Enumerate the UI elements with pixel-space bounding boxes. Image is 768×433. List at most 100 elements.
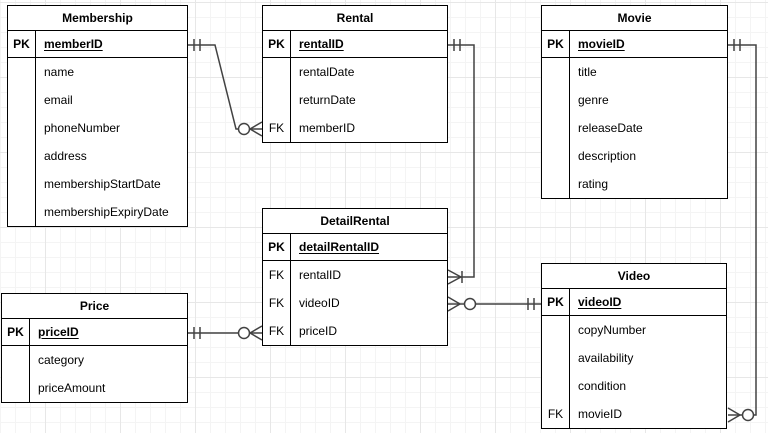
cardinality-one-or-many-icon (447, 269, 463, 285)
fk-badge: FK (263, 114, 291, 142)
entity-table-price[interactable]: Price PK priceID category priceAmount (1, 293, 188, 403)
table-row[interactable]: name (8, 58, 187, 86)
field-name: address (44, 149, 87, 163)
fk-badge: FK (263, 261, 291, 289)
table-row[interactable]: phoneNumber (8, 114, 187, 142)
table-row-pk[interactable]: PK detailRentalID (263, 233, 447, 261)
field-name: returnDate (299, 93, 356, 107)
table-title[interactable]: Rental (263, 6, 447, 31)
table-row[interactable]: availability (542, 344, 726, 372)
table-row-pk[interactable]: PK memberID (8, 30, 187, 58)
cardinality-one-icon (193, 327, 201, 339)
field-name: rentalDate (299, 65, 355, 79)
field-name: rentalID (299, 36, 344, 51)
table-row[interactable]: FK priceID (263, 317, 447, 345)
field-name: phoneNumber (44, 121, 121, 135)
table-row[interactable]: category (2, 346, 187, 374)
table-title[interactable]: Price (2, 294, 187, 319)
field-name: membershipStartDate (44, 177, 161, 191)
key-badge (8, 86, 36, 114)
table-row-pk[interactable]: PK rentalID (263, 30, 447, 58)
table-title[interactable]: Movie (542, 6, 727, 31)
table-row-pk[interactable]: PK videoID (542, 288, 726, 316)
table-title[interactable]: Video (542, 264, 726, 289)
field-name: movieID (578, 407, 623, 421)
key-badge (8, 58, 36, 86)
relationship-rental-detailrental[interactable] (447, 39, 475, 285)
field-name: releaseDate (578, 121, 643, 135)
key-badge (2, 346, 30, 374)
cardinality-zero-or-many-icon (237, 325, 263, 341)
table-row[interactable]: membershipExpiryDate (8, 198, 187, 226)
cardinality-one-icon (527, 298, 535, 310)
cardinality-one-icon (193, 39, 201, 51)
field-name: name (44, 65, 75, 79)
entity-table-membership[interactable]: Membership PK memberID name email phoneN… (7, 5, 188, 227)
field-name: memberID (299, 121, 356, 135)
fk-badge: FK (263, 289, 291, 317)
table-row[interactable]: returnDate (263, 86, 447, 114)
table-row[interactable]: FK videoID (263, 289, 447, 317)
pk-badge: PK (263, 30, 291, 57)
cardinality-zero-or-many-icon (727, 407, 755, 423)
field-name: membershipExpiryDate (44, 205, 169, 219)
table-row[interactable]: rating (542, 170, 727, 198)
entity-table-movie[interactable]: Movie PK movieID title genre releaseDate… (541, 5, 728, 199)
entity-table-video[interactable]: Video PK videoID copyNumber availability… (541, 263, 727, 429)
key-badge (8, 198, 36, 226)
field-name: priceID (38, 324, 79, 339)
table-row[interactable]: FK memberID (263, 114, 447, 142)
key-badge (263, 58, 291, 86)
key-badge (2, 374, 30, 402)
key-badge (542, 316, 570, 344)
relationship-membership-rental[interactable] (188, 39, 263, 137)
field-name: priceAmount (38, 381, 106, 395)
key-badge (542, 372, 570, 400)
table-row[interactable]: title (542, 58, 727, 86)
key-badge (8, 142, 36, 170)
table-row[interactable]: FK rentalID (263, 261, 447, 289)
field-name: videoID (299, 296, 340, 310)
table-row[interactable]: condition (542, 372, 726, 400)
cardinality-one-icon (733, 39, 741, 51)
table-title[interactable]: Membership (8, 6, 187, 31)
relationship-movie-video[interactable] (727, 39, 757, 423)
field-name: description (578, 149, 637, 163)
table-row[interactable]: priceAmount (2, 374, 187, 402)
table-row[interactable]: releaseDate (542, 114, 727, 142)
key-badge (8, 170, 36, 198)
table-row[interactable]: copyNumber (542, 316, 726, 344)
field-name: category (38, 353, 85, 367)
fk-badge: FK (263, 317, 291, 345)
key-badge (542, 344, 570, 372)
table-row[interactable]: address (8, 142, 187, 170)
table-row[interactable]: description (542, 142, 727, 170)
cardinality-zero-or-many-icon (237, 121, 263, 137)
relationship-price-detailrental[interactable] (188, 325, 263, 341)
table-title[interactable]: DetailRental (263, 209, 447, 234)
field-name: detailRentalID (299, 239, 380, 254)
table-row[interactable]: FK movieID (542, 400, 726, 428)
pk-badge: PK (542, 288, 570, 315)
table-row[interactable]: rentalDate (263, 58, 447, 86)
table-row[interactable]: genre (542, 86, 727, 114)
field-name: priceID (299, 324, 338, 338)
entity-table-detailrental[interactable]: DetailRental PK detailRentalID FK rental… (262, 208, 448, 346)
table-row-pk[interactable]: PK priceID (2, 318, 187, 346)
table-row[interactable]: membershipStartDate (8, 170, 187, 198)
pk-badge: PK (542, 30, 570, 57)
field-name: genre (578, 93, 609, 107)
pk-badge: PK (8, 30, 36, 57)
table-row-pk[interactable]: PK movieID (542, 30, 727, 58)
table-row[interactable]: email (8, 86, 187, 114)
pk-badge: PK (2, 318, 30, 345)
key-badge (263, 86, 291, 114)
cardinality-one-icon (453, 39, 461, 51)
relationship-video-detailrental[interactable] (447, 296, 541, 312)
entity-table-rental[interactable]: Rental PK rentalID rentalDate returnDate… (262, 5, 448, 143)
key-badge (542, 58, 570, 86)
field-name: availability (578, 351, 634, 365)
cardinality-zero-or-many-icon (447, 296, 477, 312)
field-name: rating (578, 177, 609, 191)
